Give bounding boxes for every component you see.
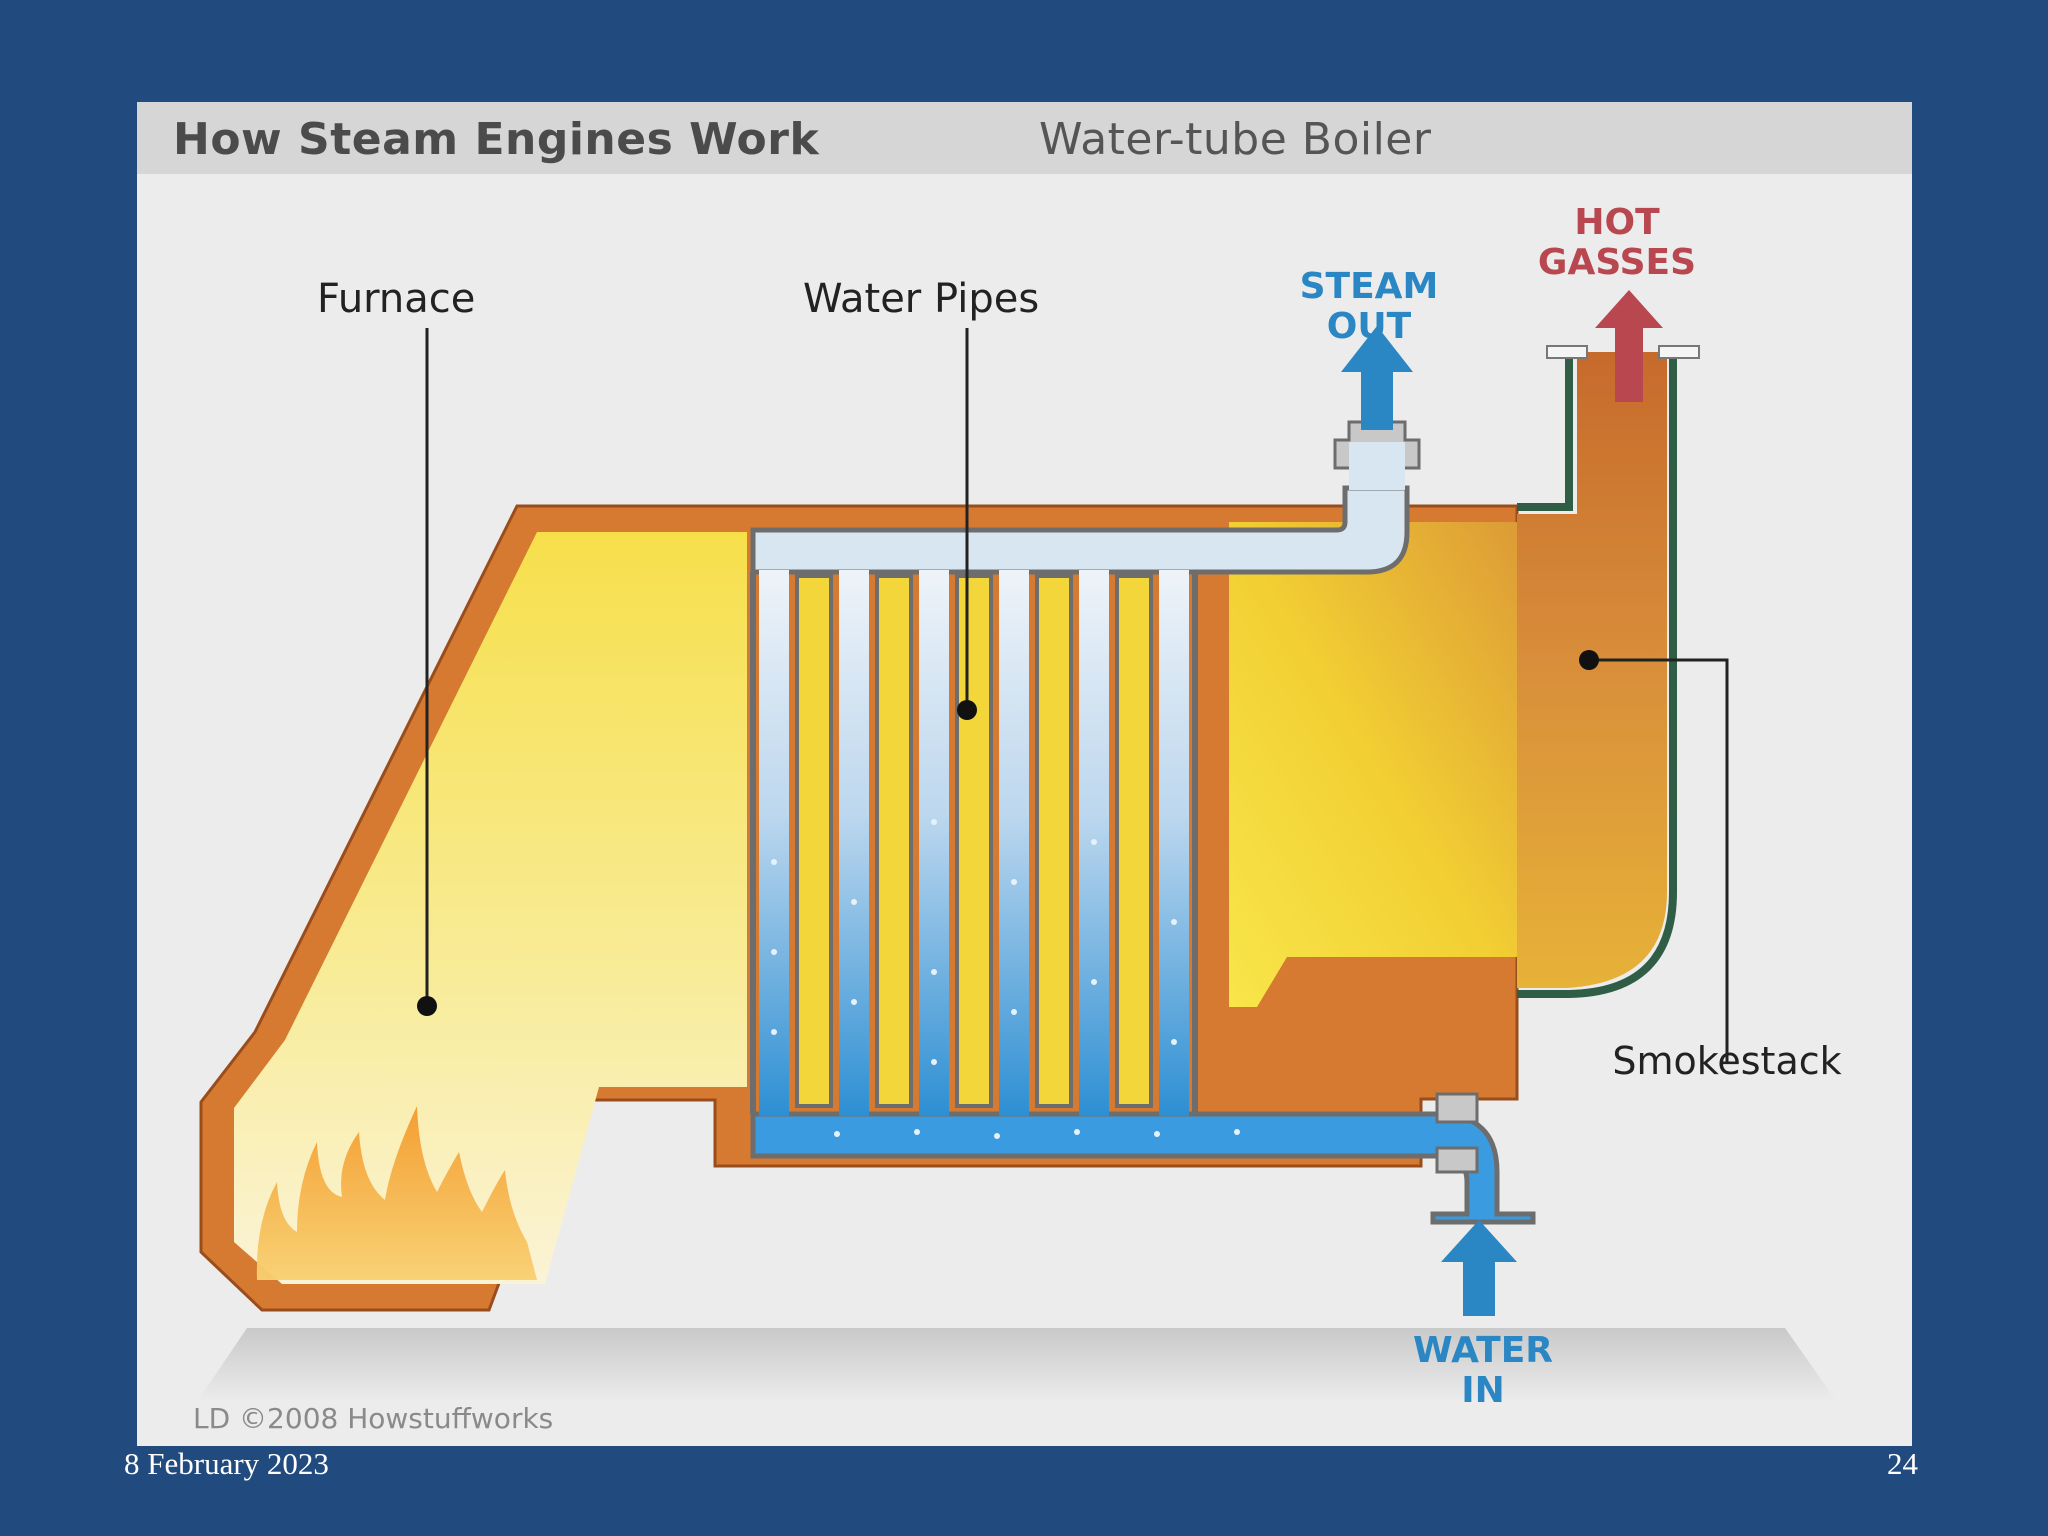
fire-tube — [955, 574, 993, 1108]
figure-header: How Steam Engines Work Water-tube Boiler — [137, 102, 1912, 174]
hot-gasses-label-line2: GASSES — [1538, 242, 1696, 283]
furnace-flames — [256, 1106, 537, 1280]
fire-tube — [795, 574, 833, 1108]
smokestack-wall-right — [1517, 356, 1677, 998]
water-column — [1159, 570, 1189, 1116]
furnace-chamber — [234, 532, 747, 1284]
water-pipes-label: Water Pipes — [803, 276, 1039, 322]
smokestack-leader — [1589, 658, 1729, 1062]
smokestack-cap-right — [1658, 345, 1700, 359]
page-number: 24 — [1887, 1446, 1918, 1481]
furnace-dot — [417, 996, 437, 1016]
water-pipes-dot — [957, 700, 977, 720]
water-inlet-flange-top — [1435, 1092, 1479, 1124]
boiler-diagram: Furnace Water Pipes STEAM OUT HOT GASSES… — [193, 202, 1842, 1435]
figure-title: How Steam Engines Work — [173, 114, 820, 165]
steam-out-arrow — [1341, 326, 1413, 430]
water-column — [839, 570, 869, 1116]
fire-tube — [1035, 574, 1073, 1108]
water-pipes — [750, 570, 1240, 1139]
water-column — [759, 570, 789, 1116]
upper-steam-drum — [750, 485, 1410, 575]
smokestack-body — [1517, 352, 1667, 988]
figure-subtitle: Water-tube Boiler — [1039, 114, 1432, 165]
hot-gasses-arrow — [1595, 290, 1663, 402]
water-inlet-flange-bottom — [1435, 1146, 1479, 1174]
diagram-figure: How Steam Engines Work Water-tube Boiler — [137, 102, 1912, 1446]
steam-out-label-line1: STEAM — [1300, 266, 1439, 307]
smokestack-dot — [1579, 650, 1599, 670]
lower-mud-drum — [750, 1111, 1536, 1225]
water-in-arrow — [1441, 1220, 1517, 1316]
fire-tube — [875, 574, 913, 1108]
water-bubbles — [771, 819, 1240, 1139]
water-in-label-line2: IN — [1461, 1370, 1505, 1411]
hot-gasses-label-line1: HOT — [1574, 202, 1660, 243]
water-in-label-line1: WATER — [1413, 1330, 1553, 1371]
gas-chamber — [1229, 522, 1522, 1007]
smokestack-wall-left — [1517, 356, 1573, 511]
smokestack-cap-left — [1546, 345, 1588, 359]
water-column — [999, 570, 1029, 1116]
smokestack-label: Smokestack — [1612, 1039, 1841, 1083]
furnace-label: Furnace — [317, 276, 475, 322]
water-column — [919, 570, 949, 1116]
steam-outlet-neck — [1349, 442, 1405, 490]
credit-text: LD ©2008 Howstuffworks — [193, 1402, 553, 1435]
footer-date: 8 February 2023 — [124, 1446, 329, 1481]
fire-tube — [1115, 574, 1153, 1108]
steam-out-label-line2: OUT — [1327, 306, 1412, 347]
floor-shadow — [197, 1328, 1837, 1402]
